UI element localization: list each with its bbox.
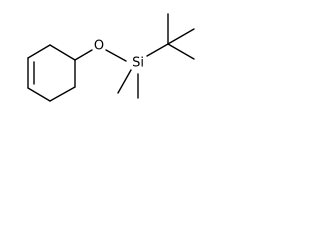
tert-butyl-group bbox=[167, 13, 195, 60]
cyclohexene-ring bbox=[27, 44, 76, 102]
silicon-atom-label: Si bbox=[132, 56, 144, 71]
structure-diagram: O Si bbox=[27, 13, 195, 102]
silicon-methyl-left bbox=[117, 69, 132, 94]
tbutyl-methyl-right-upper bbox=[167, 28, 195, 45]
bond-c1-oxygen bbox=[74, 49, 93, 61]
bond-oxygen-silicon bbox=[105, 49, 127, 62]
ring-bond-c2-c3 bbox=[27, 44, 51, 59]
ring-bond-c5-c6 bbox=[49, 86, 76, 102]
ring-bond-c4-c5 bbox=[27, 87, 51, 102]
ring-bond-c1-c2 bbox=[49, 44, 76, 61]
bond-silicon-tbutyl bbox=[146, 43, 169, 57]
tbutyl-methyl-right-lower bbox=[167, 43, 195, 60]
oxygen-atom-label: O bbox=[94, 39, 104, 54]
